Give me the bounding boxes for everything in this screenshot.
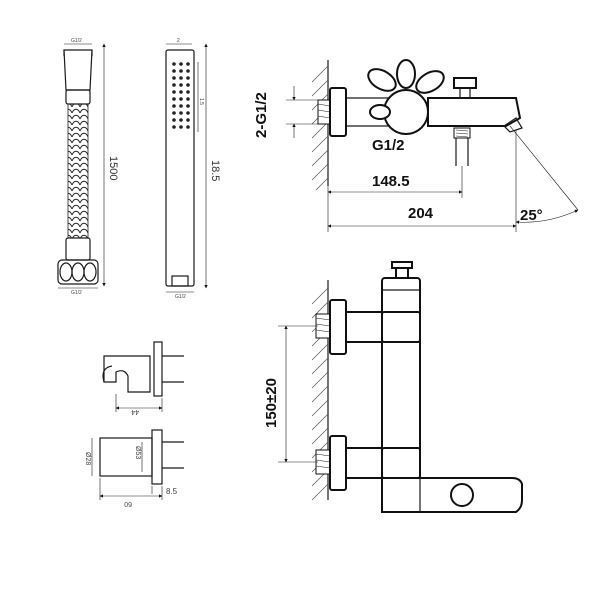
inlet-spacing-label: 150±20 <box>263 378 280 428</box>
dimension-148-5: 148.5 <box>372 173 410 190</box>
hose-top-label: G1/2 <box>71 38 82 44</box>
hand-shower-side-label: 1.5 <box>198 98 204 105</box>
hand-shower-bottom-label: G1/2 <box>175 294 186 300</box>
bracket-outer-dia-label: Ø28 <box>84 452 91 465</box>
hand-shower-length-label: 18.5 <box>209 160 221 181</box>
hose-length-label: 1500 <box>107 156 119 180</box>
spray-nozzles <box>172 62 190 129</box>
bracket-inner-dia-label: Ø53 <box>134 446 141 459</box>
hand-shower-top-label: 2 <box>177 38 180 44</box>
bracket-side-view: 44 <box>102 341 184 415</box>
shower-hose-drawing: G1/2 G1/2 1500 <box>57 38 119 296</box>
mixer-front-view: 150±20 <box>263 261 523 513</box>
bracket-depth-label: 8.5 <box>166 487 178 496</box>
hose-bottom-label: G1/2 <box>71 290 82 296</box>
bracket-width-label-60: 60 <box>124 500 132 507</box>
outlet-thread-label: G1/2 <box>372 137 405 154</box>
dimension-204: 204 <box>408 205 434 222</box>
mixer-top-view: 2-G1/2 G1/2 148.5 204 25° <box>253 59 579 232</box>
hand-shower-drawing: 2 1.5 G1/2 18.5 <box>165 38 221 300</box>
spout-angle-label: 25° <box>520 207 543 224</box>
bracket-front-view: Ø28 Ø53 60 8.5 <box>84 429 184 507</box>
bracket-width-label: 44 <box>131 408 139 415</box>
inlet-thread-label: 2-G1/2 <box>253 92 270 138</box>
